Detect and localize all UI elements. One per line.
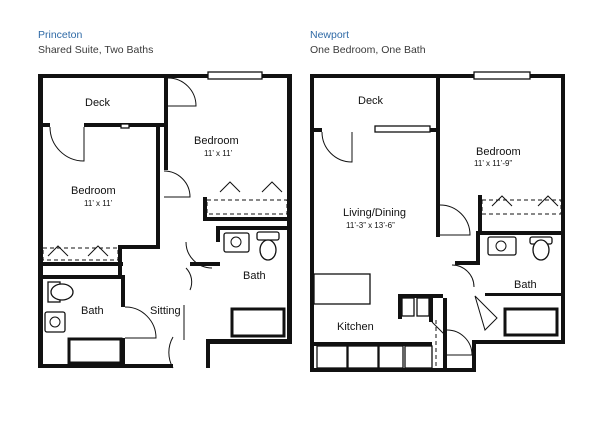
newport-living-dim: 11’-3” x 13’-6”	[346, 221, 395, 230]
newport-bedroom-dim: 11’ x 11’-9”	[474, 159, 512, 168]
princeton-bath-left-label: Bath	[81, 305, 104, 317]
newport-bedroom-label: Bedroom	[476, 146, 521, 158]
princeton-bedroom-top-dim: 11’ x 11’	[204, 149, 233, 158]
princeton-bath-right-label: Bath	[243, 270, 266, 282]
princeton-bedroom-top-label: Bedroom	[194, 135, 239, 147]
princeton-bedroom-left-label: Bedroom	[71, 185, 116, 197]
princeton-bedroom-left-dim: 11’ x 11’	[84, 199, 113, 208]
newport-subtitle: One Bedroom, One Bath	[310, 44, 426, 56]
newport-kitchen-label: Kitchen	[337, 321, 374, 333]
princeton-title: Princeton	[38, 29, 83, 41]
princeton-deck-label: Deck	[85, 97, 111, 109]
princeton-sitting-label: Sitting	[150, 305, 181, 317]
newport-deck-label: Deck	[358, 95, 384, 107]
newport-living-label: Living/Dining	[343, 207, 406, 219]
newport-floor-plan	[310, 71, 565, 372]
newport-title: Newport	[310, 29, 350, 41]
princeton-subtitle: Shared Suite, Two Baths	[38, 44, 154, 56]
princeton-floor-plan	[38, 71, 292, 369]
newport-bath-label: Bath	[514, 279, 537, 291]
